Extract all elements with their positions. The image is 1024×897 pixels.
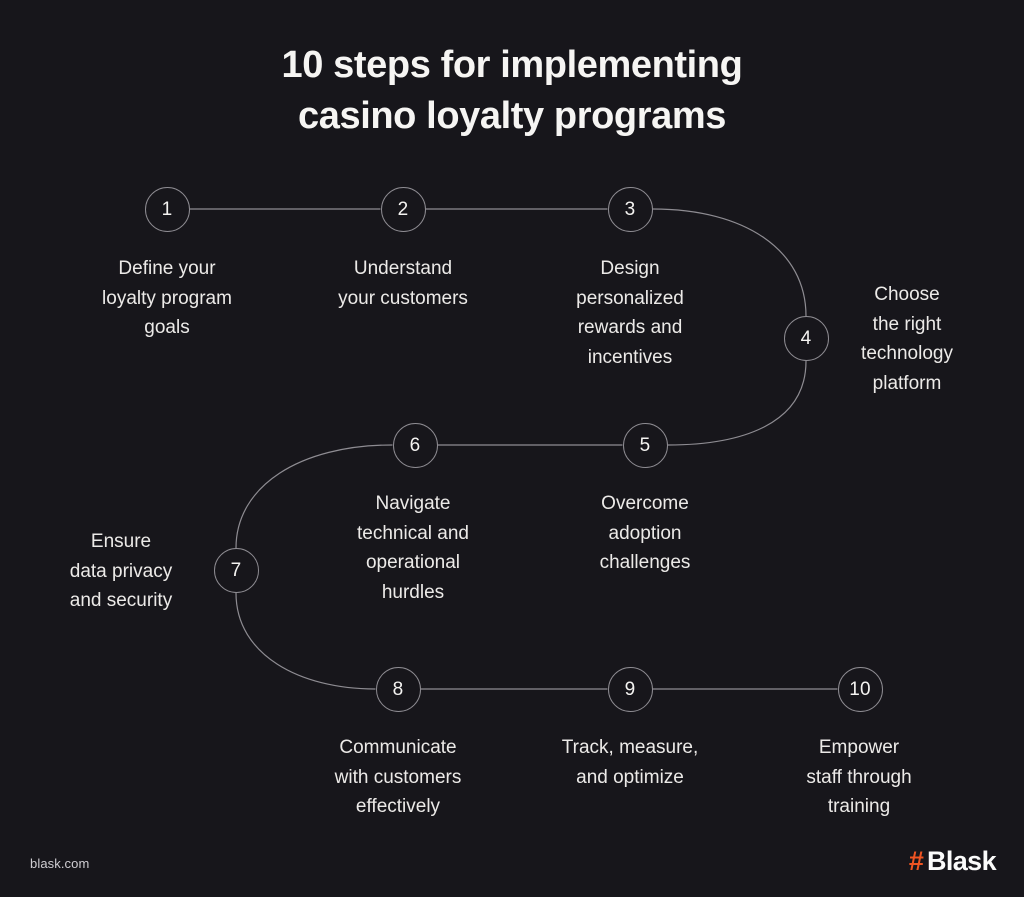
step-node-7[interactable]: 7 [213,547,259,593]
step-label-7: Ensure data privacy and security [69,531,173,611]
step-label-10: Empower staff through training [806,737,912,817]
step-node-9[interactable]: 9 [607,666,653,712]
step-node-10[interactable]: 10 [837,666,883,712]
step-node-4[interactable]: 4 [783,315,829,361]
step-node-3[interactable]: 3 [607,186,653,232]
step-label-8: Communicate with customers effectively [334,737,462,817]
brand-wordmark: Blask [926,846,997,876]
step-label-4: Choose the right technology platform [861,284,953,394]
footer-website-url[interactable]: blask.com [30,856,90,871]
step-label-1: Define your loyalty program goals [102,258,232,338]
step-label-9: Track, measure, and optimize [561,737,699,788]
step-node-2[interactable]: 2 [380,186,426,232]
blask-logo: # Blask [908,846,997,876]
hash-icon: # [908,846,924,876]
step-label-5: Overcome adoption challenges [599,493,691,573]
step-node-8[interactable]: 8 [375,666,421,712]
connector-4-to-5 [667,360,807,446]
step-label-3: Design personalized rewards and incentiv… [576,258,684,368]
step-node-1[interactable]: 1 [144,186,190,232]
step-label-6: Navigate technical and operational hurdl… [357,493,469,603]
page-title: 10 steps for implementing casino loyalty… [281,44,743,137]
step-node-6[interactable]: 6 [392,422,438,468]
connector-7-to-8 [235,592,376,690]
step-label-2: Understand your customers [338,258,468,309]
step-node-5[interactable]: 5 [622,422,668,468]
